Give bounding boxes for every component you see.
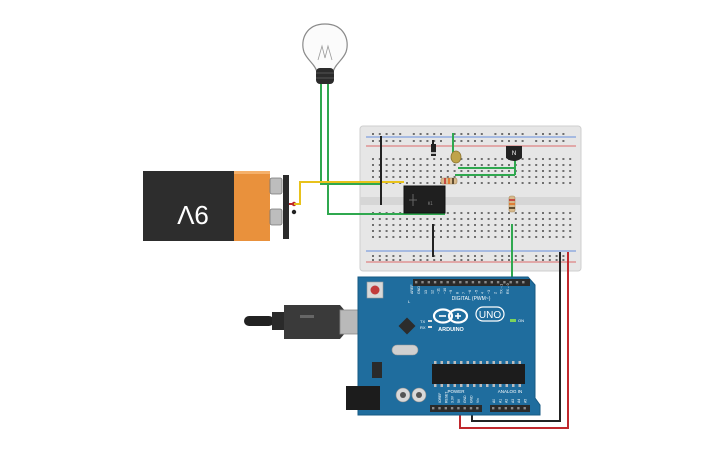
power-pin-label: 3.3V [451, 395, 455, 403]
power-pin-label: Vin [476, 398, 480, 403]
l-label: L [408, 299, 411, 304]
on-label: ON [518, 318, 524, 323]
power-pin-label: GND [470, 395, 474, 403]
digital-pin-label: ~10 [443, 288, 447, 294]
analog-header-label: ANALOG IN [498, 389, 523, 394]
usb-plug [284, 305, 346, 339]
arduino-uno[interactable]: DIGITAL (PWM~) ARDUINO UNO TX RX ON L [346, 276, 541, 416]
components: K1 N [403, 144, 522, 214]
battery-clip [283, 175, 289, 239]
digital-pin-label: ~9 [449, 290, 453, 294]
digital-pin-label: 4 [481, 292, 485, 294]
power-pin-label: GND [463, 395, 467, 403]
analog-header [490, 405, 530, 412]
analog-pin-label: A5 [524, 399, 528, 403]
digital-pin-label: ~6 [468, 290, 472, 294]
transistor[interactable] [506, 146, 522, 161]
power-pin-label: RESET [444, 392, 448, 403]
rx-label: RX [420, 325, 426, 330]
bulb-glass [302, 23, 348, 73]
digital-pin-label: ~3 [487, 290, 491, 294]
digital-pin-label: 7 [462, 292, 466, 294]
crystal [391, 344, 419, 356]
digital-header [413, 279, 530, 286]
analog-pin-label: A0 [492, 399, 496, 403]
power-header-label: POWER [447, 389, 465, 394]
regulator [372, 362, 382, 378]
digital-pin-label: 8 [456, 292, 460, 294]
usb-cable [244, 305, 361, 339]
led[interactable] [450, 150, 462, 164]
digital-header-label: DIGITAL (PWM~) [452, 296, 491, 302]
arduino-logo [432, 308, 469, 324]
analog-pin-label: A3 [511, 399, 515, 403]
uno-badge [475, 306, 505, 322]
battery-9v[interactable]: 9V [143, 171, 297, 241]
arduino-brand: ARDUINO [438, 327, 464, 333]
light-bulb[interactable] [302, 23, 348, 84]
breadboard-center-channel [360, 197, 581, 205]
digital-pin-label: TX→1 [500, 284, 504, 294]
battery-terminal-positive [269, 177, 283, 195]
wire-bulb-left [320, 84, 380, 185]
svg-text:K1: K1 [428, 201, 433, 206]
usb-port [339, 309, 361, 335]
wire-5v-red [459, 252, 569, 429]
analog-pin-label: A4 [517, 399, 521, 403]
digital-pin-label: RX←0 [506, 283, 510, 294]
battery-label: 9V [176, 200, 208, 230]
transistor-label: N [512, 151, 516, 157]
usb-cable-end [244, 316, 274, 326]
power-header [430, 405, 482, 412]
aref-label: AREF [410, 284, 414, 294]
wire-bulb-right [327, 84, 445, 215]
power-pin-label: IOREF [438, 393, 442, 403]
analog-pin-label: A1 [498, 399, 502, 403]
breadboard-holes [372, 133, 572, 261]
atmega-chip [432, 364, 525, 384]
battery-body-orange [234, 171, 270, 241]
digital-pin-label: ~5 [474, 290, 478, 294]
digital-pin-label: ~11 [437, 288, 441, 294]
power-jack [346, 386, 380, 410]
wires [289, 84, 569, 429]
bulb-filament [317, 44, 333, 61]
digital-pin-label: 13 [424, 290, 428, 294]
diode[interactable] [431, 144, 436, 156]
bulb-base [316, 68, 334, 84]
battery-terminal-negative [269, 208, 283, 226]
digital-pin-label: 2 [493, 292, 497, 294]
gnd-label: GND [417, 286, 421, 294]
battery-body-dark [143, 171, 236, 241]
usb-chip [398, 317, 416, 335]
analog-pin-label: A2 [505, 399, 509, 403]
power-pin-label: 5V [457, 398, 461, 403]
arduino-model: UNO [479, 310, 501, 321]
tx-label: TX [420, 319, 425, 324]
wire-battery-yellow [294, 181, 404, 205]
breadboard[interactable] [359, 125, 582, 272]
arduino-board [357, 276, 541, 416]
digital-pin-label: 12 [430, 290, 434, 294]
on-led [510, 319, 516, 322]
wire-gnd-black [471, 252, 561, 422]
